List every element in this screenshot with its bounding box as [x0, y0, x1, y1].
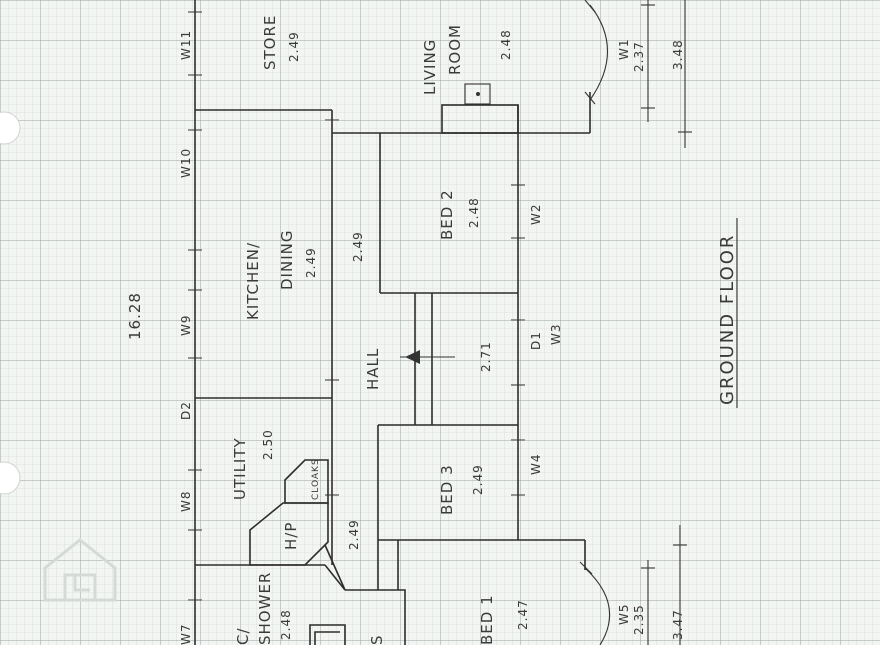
room-bed3-label: BED 3 [438, 464, 456, 515]
opening-w2: W2 [529, 204, 543, 226]
room-kitchen-size: 2.49 [304, 247, 318, 278]
hall-door-marker [400, 350, 455, 364]
room-bed2-size: 2.48 [467, 197, 481, 228]
opening-w7: W7 [179, 624, 193, 645]
opening-w5: W5 [617, 604, 631, 626]
door-swing-w1 [589, 4, 608, 101]
room-bed1-size: 2.47 [516, 599, 530, 630]
opening-w3: W3 [549, 324, 563, 346]
hall-size-upper: 2.49 [351, 231, 365, 262]
room-store-size: 2.49 [287, 31, 301, 62]
room-s-label: S [368, 634, 386, 645]
overall-dimension: 16.28 [126, 292, 144, 340]
opening-w1: W1 [617, 39, 631, 61]
room-kitchen-label-1: KITCHEN/ [244, 242, 262, 320]
dim-w1-b: 3.48 [671, 39, 685, 70]
dimension-lines [641, 0, 692, 645]
door-swing-w5 [584, 567, 611, 645]
opening-w10: W10 [179, 148, 193, 178]
plan-title-text: GROUND FLOOR [717, 234, 738, 405]
dim-w1-a: 2.37 [632, 41, 646, 72]
window-ticks-left [188, 11, 525, 601]
room-bed1-label: BED 1 [478, 594, 496, 645]
watermark-logo [43, 538, 117, 602]
binder-hole-bottom [0, 461, 21, 495]
room-shower-prefix: C/ [234, 627, 252, 645]
room-cloaks-label: CLOAKS [311, 458, 321, 500]
hall-size-mid: 2.71 [479, 341, 493, 372]
dim-w5-a: 2.35 [632, 604, 646, 635]
overall-dimension-label: 16.28 [126, 292, 144, 340]
room-kitchen-label-2: DINING [278, 230, 296, 290]
room-hall-label: HALL [364, 348, 382, 390]
opening-w4: W4 [529, 454, 543, 476]
binder-hole-top [0, 111, 21, 145]
opening-d2: D2 [179, 401, 193, 420]
room-living-size: 2.48 [499, 29, 513, 60]
opening-w8: W8 [179, 491, 193, 513]
opening-d1: D1 [529, 331, 543, 350]
hall-size-lower: 2.49 [347, 519, 361, 550]
room-utility-label: UTILITY [231, 437, 249, 500]
plan-title: GROUND FLOOR [717, 218, 738, 408]
room-store-label: STORE [261, 15, 279, 70]
room-bed2-label: BED 2 [438, 189, 456, 240]
room-living-label-2: ROOM [446, 24, 464, 75]
room-shower-size: 2.48 [279, 609, 293, 640]
opening-w11: W11 [179, 30, 193, 60]
dim-w5-b: 3.47 [671, 609, 685, 640]
opening-w9: W9 [179, 315, 193, 337]
room-bed3-size: 2.49 [471, 464, 485, 495]
room-utility-size: 2.50 [261, 429, 275, 460]
room-hp-label: H/P [282, 522, 300, 550]
room-living-label-1: LIVING [421, 39, 439, 95]
room-shower-label: SHOWER [256, 572, 274, 645]
